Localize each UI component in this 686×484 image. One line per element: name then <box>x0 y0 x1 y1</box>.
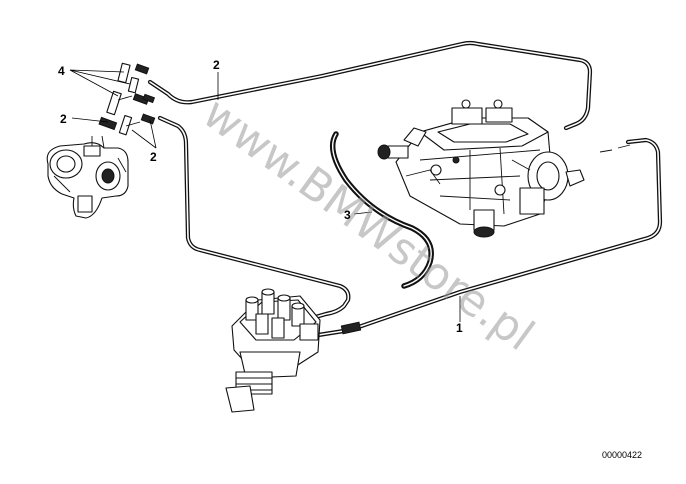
carburetor-assembly <box>377 99 585 238</box>
callout-label-1: 1 <box>456 321 463 335</box>
document-number: 00000422 <box>602 450 642 460</box>
vacuum-pipe-2-upper <box>147 40 593 131</box>
vacuum-hose-3 <box>329 131 434 289</box>
hose-connectors <box>98 90 156 136</box>
callout-label-2-top: 2 <box>213 58 220 72</box>
ignition-distributor <box>225 288 321 413</box>
hose-clamps-4 <box>117 62 156 104</box>
callout-label-2-mid: 2 <box>150 150 157 164</box>
vacuum-pipe-lower <box>157 115 351 321</box>
callout-label-2-left: 2 <box>60 112 67 126</box>
vacuum-pipe-1 <box>309 137 663 339</box>
callout-label-4: 4 <box>58 64 65 78</box>
vacuum-control-unit <box>46 135 129 219</box>
callout-label-3: 3 <box>344 208 351 222</box>
leader-lines <box>69 69 461 322</box>
